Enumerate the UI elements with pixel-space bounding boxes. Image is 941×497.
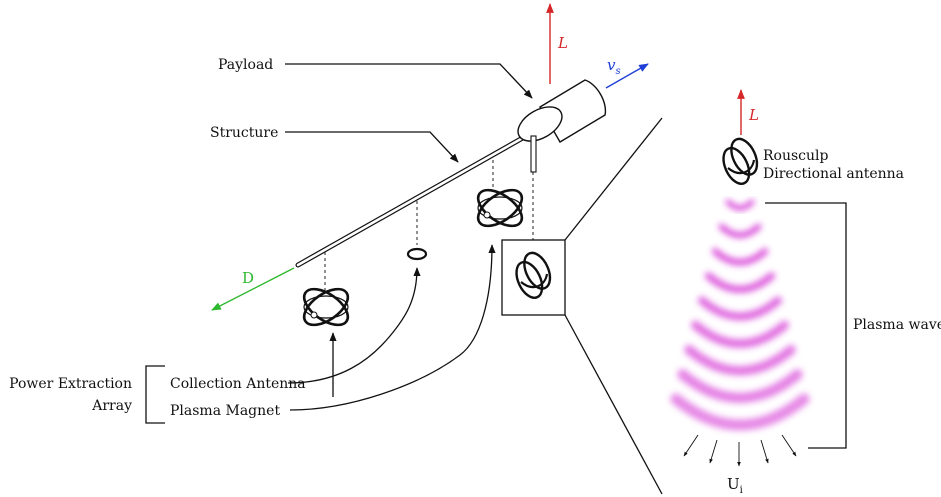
drag-arrow (211, 267, 295, 311)
collection-antenna-icon (406, 247, 428, 261)
plasma-wave-label: Plasma wave (853, 317, 941, 333)
zoom-box (501, 117, 663, 495)
plasma-wave-bracket (765, 202, 847, 449)
rousculp-label: Rousculp (763, 148, 829, 164)
collection-antenna-leader (287, 267, 421, 384)
power-extraction-label: Power Extraction (9, 376, 132, 392)
velocity-label: vs (607, 56, 621, 77)
plasma-magnet-icon (302, 287, 350, 327)
plasma-magnet-label: Plasma Magnet (170, 403, 280, 419)
plasma-wave-band (677, 369, 803, 404)
power-array-bracket (145, 365, 165, 424)
plasma-wave (670, 199, 810, 431)
plasma-wave-band (684, 345, 796, 376)
structure-boom (295, 132, 531, 268)
payload-label: Payload (218, 57, 273, 73)
directional-antenna-label: Directional antenna (763, 166, 904, 182)
structure-label: Structure (210, 125, 278, 141)
plasma-magnet-leader (289, 244, 496, 411)
plasma-wave-band (704, 272, 776, 293)
lift-label-right: L (748, 106, 759, 124)
lift-label-top: L (557, 34, 568, 52)
velocity-arrow (605, 63, 649, 89)
ui-label: Ui (727, 475, 743, 496)
structure-leader (285, 131, 459, 163)
plasma-wave-band (725, 199, 755, 211)
rousculp-knot-icon (722, 137, 759, 185)
plasma-wave-band (698, 296, 782, 321)
plasma-wave-band (670, 393, 810, 431)
plasma-wave-band (711, 248, 769, 266)
drag-label: D (242, 269, 254, 287)
ui-arrows (683, 434, 797, 467)
payload-leader (285, 63, 533, 99)
rousculp-knot-icon (515, 251, 552, 299)
payload-cylinder (517, 79, 607, 173)
plasma-magnet-icon (476, 188, 524, 228)
array-label: Array (91, 398, 132, 414)
plasma-wave-band (718, 223, 762, 239)
collection-antenna-label: Collection Antenna (170, 376, 306, 392)
plasma-wave-band (691, 320, 789, 348)
